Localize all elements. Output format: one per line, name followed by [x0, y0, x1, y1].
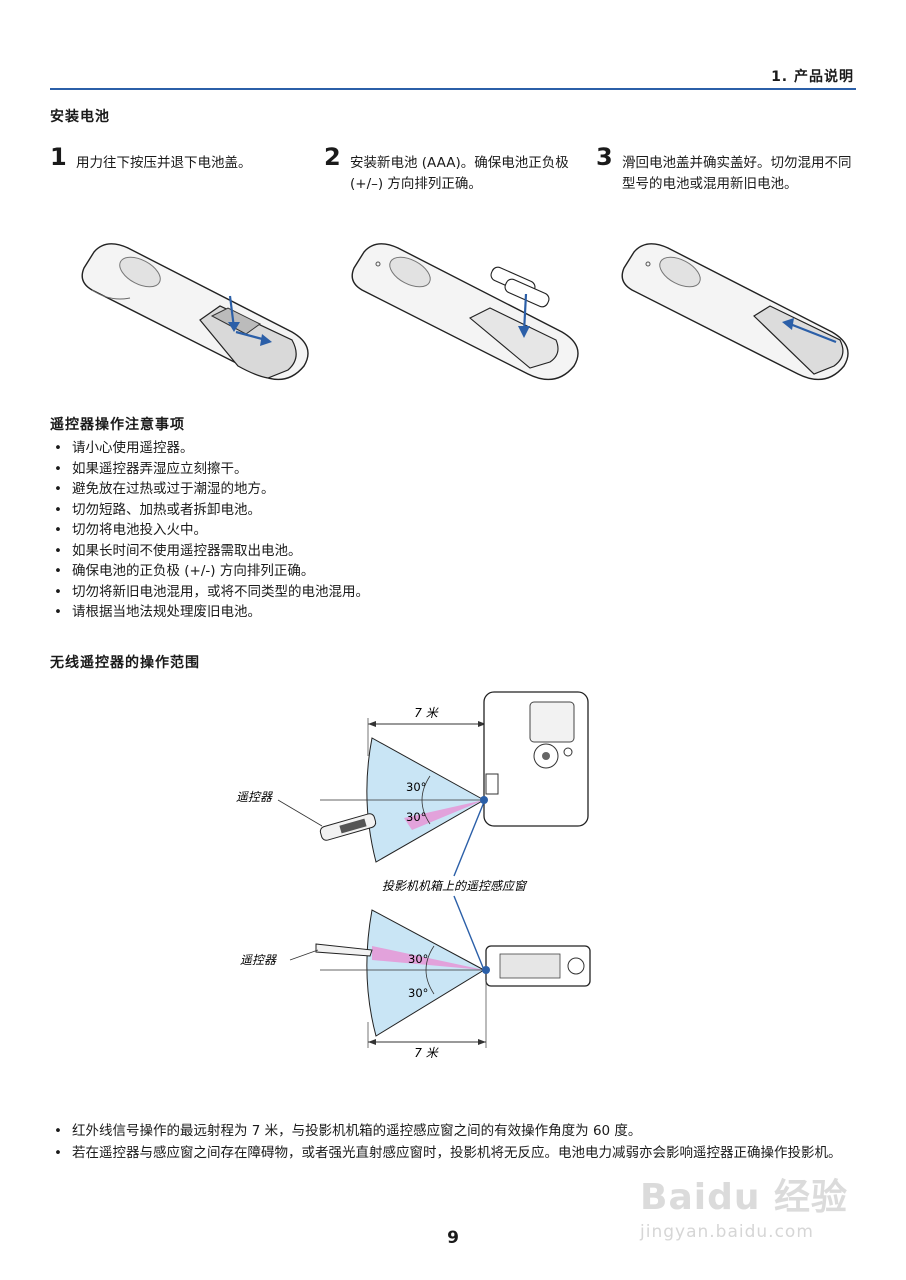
list-item: 红外线信号操作的最远射程为 7 米，与投影机机箱的遥控感应窗之间的有效操作角度为…: [50, 1120, 854, 1142]
remote-icon: [319, 813, 377, 841]
angle-label: 30°: [406, 780, 426, 794]
list-item: 切勿将电池投入火中。: [50, 520, 369, 541]
range-diagram: 7 米 30° 30° 遥控器 投影机机箱上的遥控感应窗 30° 30° 遥控器: [236, 691, 591, 1060]
step-2: 2 安装新电池 (AAA)。确保电池正负极 (+/–) 方向排列正确。: [324, 143, 586, 195]
watermark-logo-text: Baidu 经验: [640, 1177, 849, 1218]
angle-label: 30°: [408, 986, 428, 1000]
section-title-cautions: 遥控器操作注意事项: [50, 417, 185, 433]
remote-illustration-open-cover: [81, 243, 309, 381]
page-number: 9: [447, 1228, 459, 1248]
step-text: 用力往下按压并退下电池盖。: [76, 155, 252, 171]
watermark: Baidu 经验 jingyan.baidu.com: [640, 1168, 870, 1248]
list-item: 切勿短路、加热或者拆卸电池。: [50, 500, 369, 521]
header-rule: [50, 88, 856, 90]
projector-front-view-icon: [482, 945, 591, 987]
list-item: 若在遥控器与感应窗之间存在障碍物，或者强光直射感应窗时，投影机将无反应。电池电力…: [50, 1142, 854, 1164]
remote-illustration-close-cover: [621, 243, 849, 381]
remote-illustration-insert-batteries: [351, 243, 579, 381]
section-title-range: 无线遥控器的操作范围: [50, 655, 200, 671]
list-item: 切勿将新旧电池混用，或将不同类型的电池混用。: [50, 582, 369, 603]
projector-top-view-icon: [480, 691, 589, 827]
caution-list: 请小心使用遥控器。 如果遥控器弄湿应立刻擦干。 避免放在过热或过于潮湿的地方。 …: [50, 438, 369, 623]
remote-label-bottom: 遥控器: [240, 953, 277, 967]
distance-label-top: 7 米: [414, 706, 439, 720]
list-item: 确保电池的正负极 (+/-) 方向排列正确。: [50, 561, 369, 582]
step-number: 2: [324, 143, 341, 171]
chapter-title: 1. 产品说明: [771, 69, 854, 85]
angle-label: 30°: [406, 810, 426, 824]
step-number: 3: [596, 143, 613, 171]
watermark-url: jingyan.baidu.com: [640, 1222, 814, 1242]
list-item: 避免放在过热或过于潮湿的地方。: [50, 479, 369, 500]
list-item: 请根据当地法规处理废旧电池。: [50, 602, 369, 623]
list-item: 如果遥控器弄湿应立刻擦干。: [50, 459, 369, 480]
step-number: 1: [50, 143, 67, 171]
battery-icon: [490, 266, 550, 308]
step-3: 3 滑回电池盖并确实盖好。切勿混用不同型号的电池或混用新旧电池。: [596, 143, 858, 195]
step-text: 安装新电池 (AAA)。确保电池正负极 (+/–) 方向排列正确。: [350, 155, 569, 192]
range-notes: 红外线信号操作的最远射程为 7 米，与投影机机箱的遥控感应窗之间的有效操作角度为…: [50, 1120, 854, 1164]
list-item: 如果长时间不使用遥控器需取出电池。: [50, 541, 369, 562]
sensor-label: 投影机机箱上的遥控感应窗: [382, 879, 528, 893]
list-item: 请小心使用遥控器。: [50, 438, 369, 459]
step-text: 滑回电池盖并确实盖好。切勿混用不同型号的电池或混用新旧电池。: [622, 155, 852, 192]
angle-label: 30°: [408, 952, 428, 966]
section-title-battery: 安装电池: [50, 109, 110, 125]
distance-label-bottom: 7 米: [414, 1046, 439, 1060]
remote-label-top: 遥控器: [236, 790, 273, 804]
remote-side-view-icon: [315, 943, 373, 957]
step-1: 1 用力往下按压并退下电池盖。: [50, 143, 312, 174]
